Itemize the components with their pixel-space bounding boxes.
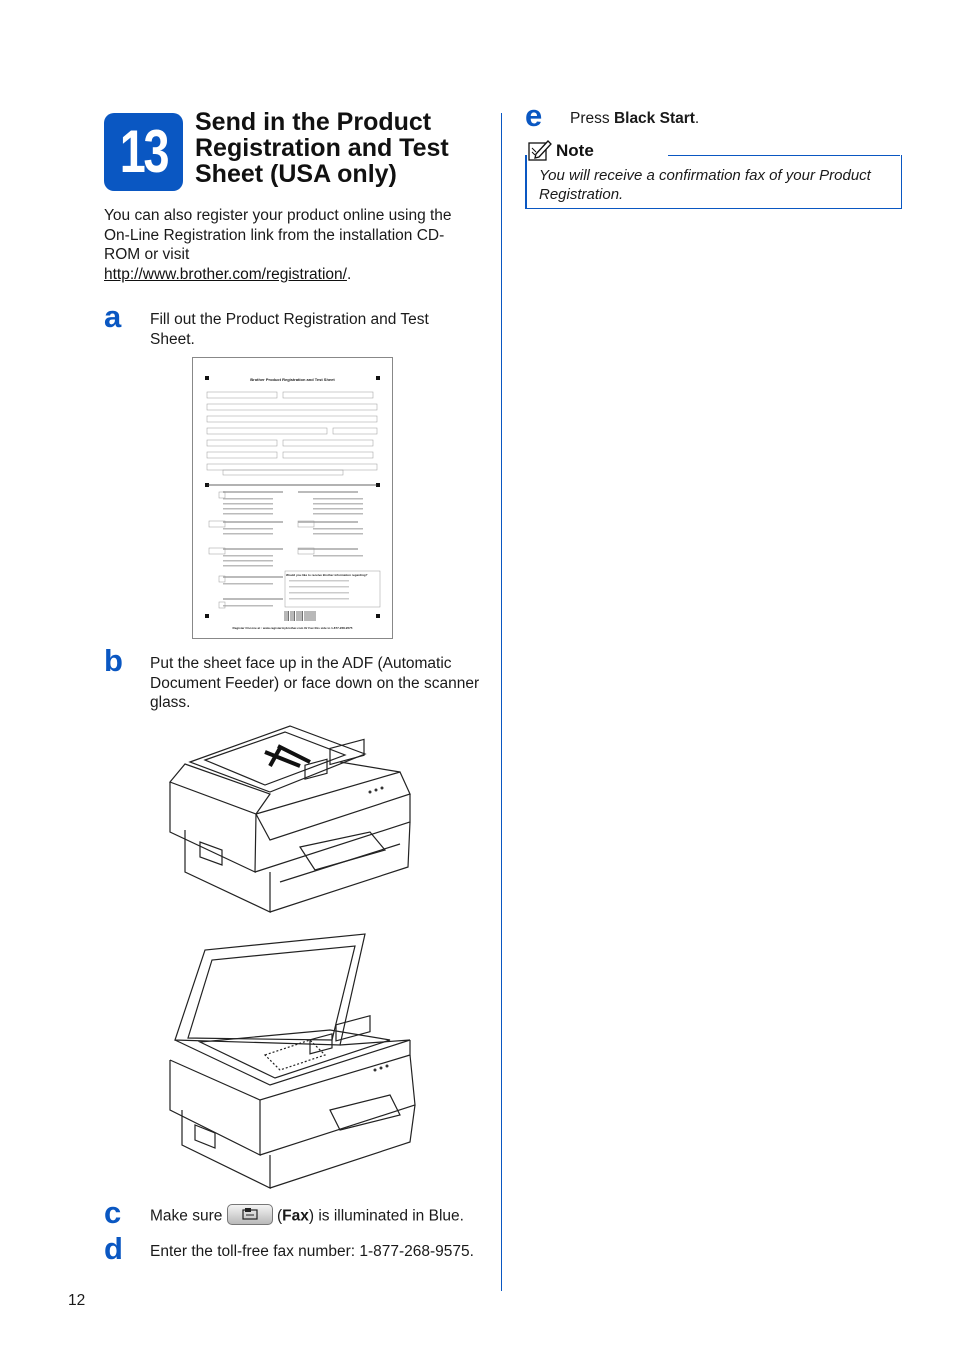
step-letter-a: a: [104, 299, 122, 334]
intro-text: You can also register your product onlin…: [104, 207, 452, 263]
fax-icon: [242, 1208, 258, 1220]
step-b-text: Put the sheet face up in the ADF (Automa…: [150, 655, 480, 711]
step-c-pre: Make sure: [150, 1207, 223, 1225]
note-label: Note: [556, 141, 594, 160]
registration-link[interactable]: http://www.brother.com/registration/: [104, 265, 347, 283]
fax-key-icon: [226, 1204, 273, 1225]
form-title: Brother Product Registration and Test Sh…: [250, 377, 335, 382]
note-box: [525, 155, 902, 209]
step-c-text: Make sure (Fax) is illuminated in Blue.: [150, 1204, 490, 1227]
step-e-pre: Press: [570, 110, 614, 127]
step-e-text: Press Black Start.: [570, 109, 890, 129]
step-e-post: .: [694, 110, 700, 127]
page-number: 12: [68, 1292, 86, 1309]
step-letter-e: e: [525, 98, 543, 133]
page-title: Send in the Product Registration and Tes…: [195, 108, 449, 188]
step-c-paren: (: [272, 1207, 283, 1225]
column-divider: [501, 113, 502, 1291]
step-c-post: ) is illuminated in Blue.: [308, 1207, 464, 1225]
step-d-text: Enter the toll-free fax number: 1-877-26…: [150, 1243, 474, 1260]
step-a-text: Fill out the Product Registration and Te…: [150, 311, 429, 348]
form-footer: Register On-Line at : www.registermybrot…: [232, 626, 353, 630]
form-sheet-graphic: [205, 376, 381, 621]
registration-form-illustration: Brother Product Registration and Test Sh…: [192, 357, 393, 639]
printer-scanner-glass-illustration: [169, 933, 416, 1189]
note-pencil-icon: [528, 140, 552, 161]
note-text: You will receive a confirmation fax of y…: [539, 167, 871, 203]
step-number: 13: [119, 118, 170, 185]
printer-adf-illustration: [168, 725, 411, 913]
fax-label: Fax: [282, 1207, 309, 1225]
intro-paragraph: You can also register your product onlin…: [104, 206, 474, 284]
intro-period: .: [346, 265, 352, 283]
step-letter-d: d: [104, 1231, 123, 1266]
step-number-badge: [104, 113, 183, 191]
black-start-label: Black Start: [613, 110, 695, 127]
note-top-rule: [668, 155, 900, 156]
step-letter-c: c: [104, 1195, 122, 1230]
step-letter-b: b: [104, 643, 123, 678]
form-question: Would you like to receive Brother inform…: [286, 573, 368, 577]
